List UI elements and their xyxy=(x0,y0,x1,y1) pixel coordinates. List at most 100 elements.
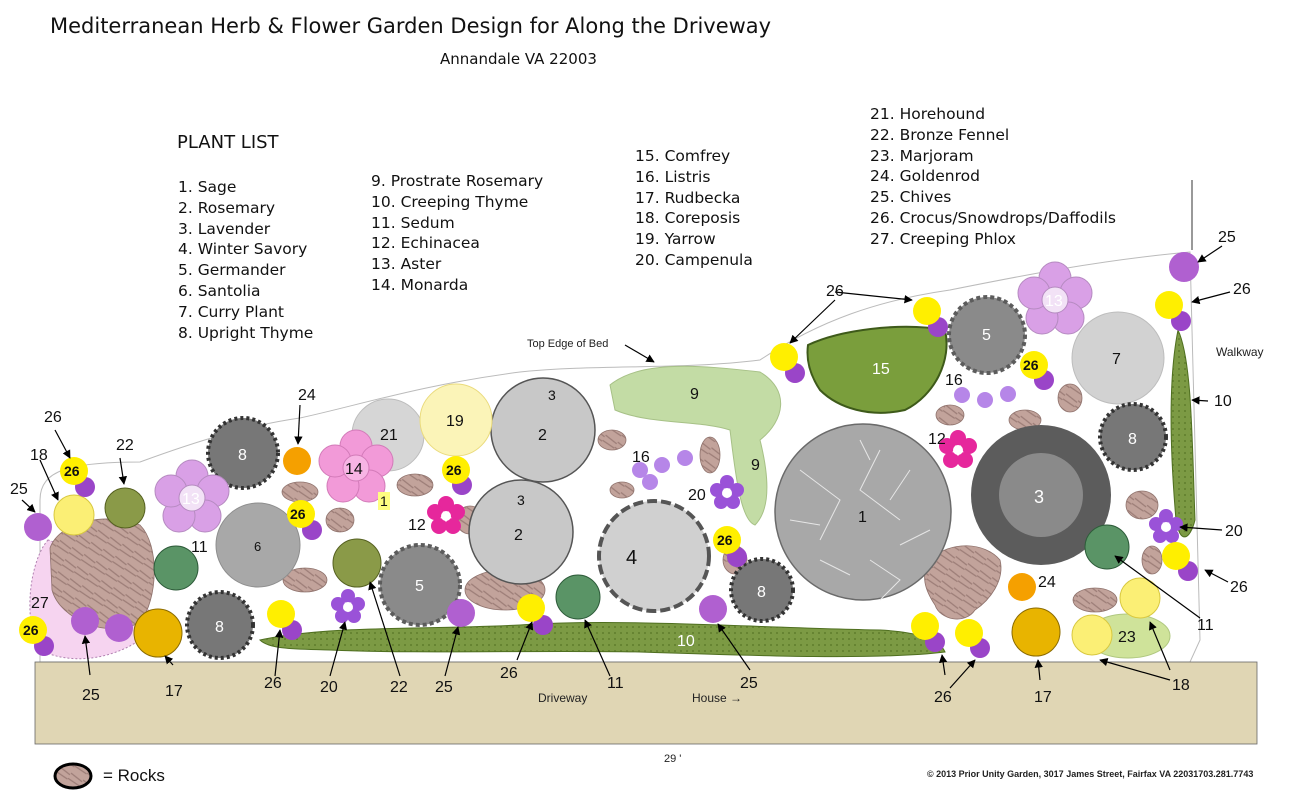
plant-list-col-1: 1. Sage 2. Rosemary 3. Lavender 4. Winte… xyxy=(178,177,313,343)
walkway-label: Walkway xyxy=(1216,345,1264,359)
rock xyxy=(396,473,434,497)
bulb-cluster xyxy=(60,457,95,497)
label-20: 20 xyxy=(1225,523,1243,540)
bulb-cluster xyxy=(1162,542,1198,581)
rosemary xyxy=(468,479,574,585)
plan-title: Mediterranean Herb & Flower Garden Desig… xyxy=(50,14,772,38)
chives xyxy=(447,599,475,627)
label-17: 17 xyxy=(165,683,183,700)
label-5: 5 xyxy=(982,327,991,344)
label-12: 12 xyxy=(928,431,946,448)
rudbecka xyxy=(1011,607,1061,657)
plant-list-item: 22. Bronze Fennel xyxy=(870,125,1010,144)
rock xyxy=(1072,587,1118,613)
curry-plant xyxy=(1071,311,1165,405)
plant-list-item: 11. Sedum xyxy=(371,213,455,232)
label-23: 23 xyxy=(1118,629,1136,646)
copyright-footer: © 2013 Prior Unity Garden, 3017 James St… xyxy=(927,769,1254,779)
listris xyxy=(1000,386,1016,402)
bulb-cluster xyxy=(955,619,990,658)
label-10: 10 xyxy=(1214,393,1232,410)
lavender-large xyxy=(971,425,1111,565)
plant-list-col-4: 21. Horehound 22. Bronze Fennel 23. Marj… xyxy=(870,104,1116,250)
bulb-cluster xyxy=(770,343,805,383)
bulb-cluster xyxy=(713,526,747,567)
listris-group xyxy=(632,386,1016,490)
sedum xyxy=(1084,524,1130,570)
coreposis xyxy=(1119,577,1161,619)
rosemary-cluster xyxy=(468,377,596,585)
upright-thyme xyxy=(729,557,795,623)
chives xyxy=(1169,252,1199,282)
plant-list-col-3: 15. Comfrey 16. Listris 17. Rudbecka 18.… xyxy=(635,146,753,271)
sedum xyxy=(555,574,601,620)
label-26: 26 xyxy=(1230,579,1248,596)
goldenrod-group xyxy=(283,447,1036,601)
plant-list-item: 12. Echinacea xyxy=(371,234,480,253)
echinacea xyxy=(939,430,977,468)
upright-thyme-group xyxy=(185,402,1168,660)
rock xyxy=(935,404,965,426)
label-20: 20 xyxy=(320,679,338,696)
label-25: 25 xyxy=(10,481,28,498)
rock xyxy=(924,545,1002,620)
plant-list-item: 27. Creeping Phlox xyxy=(870,229,1016,248)
label-25: 25 xyxy=(435,679,453,696)
label-11: 11 xyxy=(1197,617,1214,634)
plant-list-item: 23. Marjoram xyxy=(870,146,974,165)
driveway-label: Driveway xyxy=(538,691,587,705)
goldenrod xyxy=(1008,573,1036,601)
chives xyxy=(699,595,727,623)
listris xyxy=(632,462,648,478)
label-26: 26 xyxy=(446,462,462,478)
plant-list-item: 24. Goldenrod xyxy=(870,167,980,186)
comfrey xyxy=(806,325,948,414)
rocks-legend-label: = Rocks xyxy=(103,766,165,785)
rock xyxy=(281,481,319,503)
label-26: 26 xyxy=(64,463,80,479)
label-15: 15 xyxy=(872,361,890,378)
label-9: 9 xyxy=(751,457,760,474)
plant-list-item: 13. Aster xyxy=(371,255,442,274)
label-13: 13 xyxy=(182,491,200,508)
label-26: 26 xyxy=(23,622,39,638)
label-1: 1 xyxy=(858,509,867,526)
bed-outline xyxy=(39,251,1201,663)
listris xyxy=(977,392,993,408)
santolia xyxy=(215,502,301,588)
label-6: 6 xyxy=(254,539,261,554)
campenula xyxy=(710,475,744,509)
label-8: 8 xyxy=(757,584,766,601)
plant-list-col-2: 9. Prostrate Rosemary 10. Creeping Thyme… xyxy=(371,171,543,296)
leader-lines xyxy=(21,245,1231,689)
label-3: 3 xyxy=(1034,487,1044,507)
label-2: 2 xyxy=(514,527,523,544)
bulb-cluster xyxy=(287,500,322,540)
label-3: 3 xyxy=(548,387,556,403)
label-3: 3 xyxy=(517,492,525,508)
bulb-cluster xyxy=(442,456,472,495)
listris xyxy=(677,450,693,466)
germander xyxy=(947,295,1027,375)
label-2: 2 xyxy=(538,427,547,444)
plant-list-item: 3. Lavender xyxy=(178,219,271,238)
coreposis-group xyxy=(53,494,1161,656)
label-11: 11 xyxy=(191,539,208,556)
plant-list-item: 1. Sage xyxy=(178,178,237,196)
label-25: 25 xyxy=(1218,229,1236,246)
label-22: 22 xyxy=(116,437,134,454)
label-26: 26 xyxy=(500,665,518,682)
label-8: 8 xyxy=(1128,431,1137,448)
bulb-cluster xyxy=(1155,291,1191,331)
label-24: 24 xyxy=(298,387,316,404)
label-9: 9 xyxy=(690,386,699,403)
bulb-cluster xyxy=(517,594,553,635)
plant-list-item: 20. Campenula xyxy=(635,250,753,269)
label-8: 8 xyxy=(238,447,247,464)
listris xyxy=(642,474,658,490)
rock xyxy=(699,436,721,474)
campenula xyxy=(1149,509,1183,543)
aster xyxy=(154,459,230,533)
